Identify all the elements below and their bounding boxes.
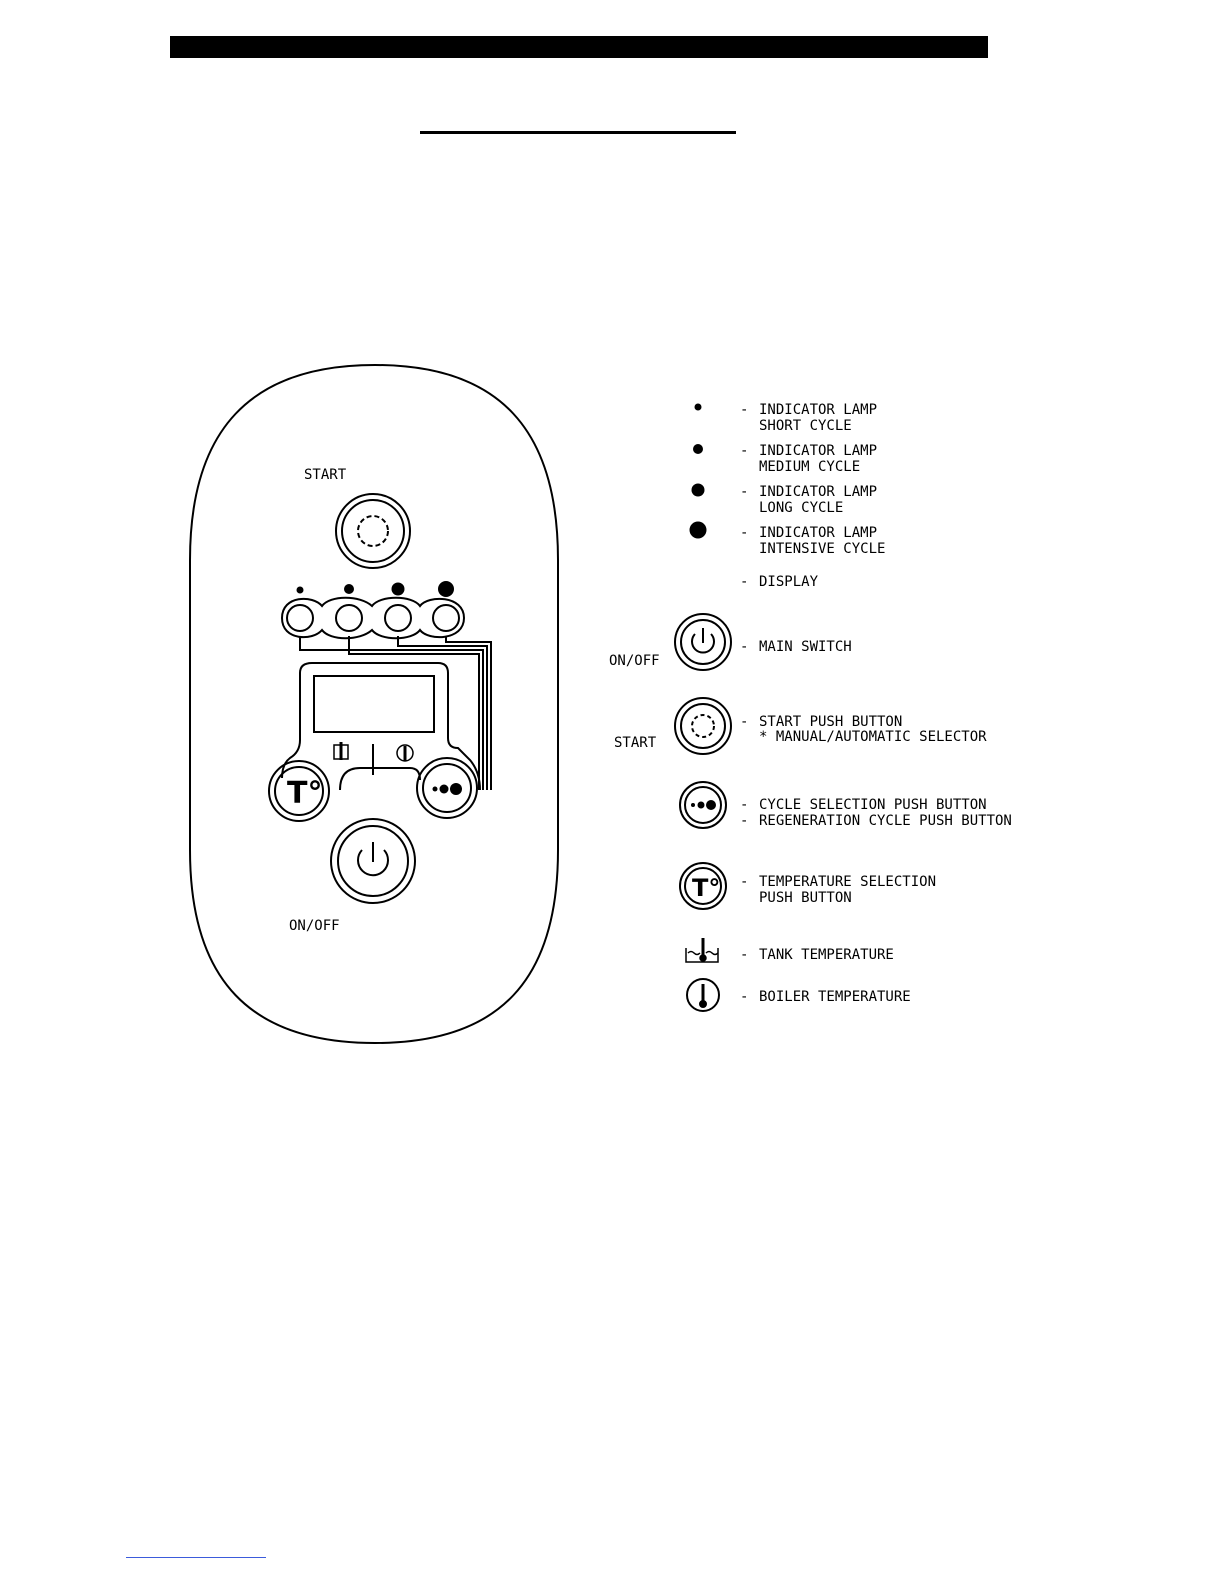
legend-text: REGENERATION CYCLE PUSH BUTTON — [759, 813, 1012, 829]
legend-text: SHORT CYCLE — [759, 418, 852, 434]
legend-icon-start — [674, 697, 732, 755]
header-bar — [170, 36, 988, 58]
panel-start-label: START — [304, 467, 347, 483]
legend-icon-long — [691, 483, 705, 497]
panel-temperature-button[interactable]: T° — [268, 760, 330, 822]
legend-text: INDICATOR LAMP — [759, 443, 877, 459]
temperature-icon: T° — [692, 874, 720, 902]
legend-dash: - — [740, 714, 748, 730]
cycle-dots-icon — [691, 800, 716, 810]
legend-dash: - — [740, 402, 748, 418]
legend-icon-medium — [693, 444, 703, 454]
temperature-icon: T° — [287, 776, 322, 811]
legend-text: INTENSIVE CYCLE — [759, 541, 885, 557]
footer-link-underline — [126, 1557, 266, 1558]
legend-icon-boiler — [686, 978, 720, 1012]
panel-onoff-button[interactable] — [330, 818, 416, 904]
panel-onoff-label: ON/OFF — [289, 918, 340, 934]
legend-text: START PUSH BUTTON — [759, 714, 902, 730]
legend-text: LONG CYCLE — [759, 500, 843, 516]
legend-text: BOILER TEMPERATURE — [759, 989, 911, 1005]
legend-dash: - — [740, 874, 748, 890]
power-icon — [357, 842, 389, 877]
legend-icon-temperature: T° — [679, 862, 727, 910]
legend-dash: - — [740, 639, 748, 655]
boiler-thermometer-icon — [396, 744, 414, 762]
legend-dash: - — [740, 443, 748, 459]
legend-text: MAIN SWITCH — [759, 639, 852, 655]
panel-start-button[interactable] — [335, 493, 411, 569]
legend-text: DISPLAY — [759, 574, 819, 590]
legend-dash: - — [740, 813, 748, 829]
title-underline — [420, 131, 736, 134]
legend-text: TEMPERATURE SELECTION — [759, 874, 936, 890]
tank-thermometer-icon — [333, 742, 349, 760]
legend-icon-intensive — [689, 521, 707, 539]
legend-text: INDICATOR LAMP — [759, 484, 877, 500]
legend-icon-tank — [685, 938, 719, 963]
cycle-dots-icon — [432, 783, 462, 795]
legend-dash: - — [740, 797, 748, 813]
indicator-lamp-short — [296, 586, 304, 594]
indicator-lamp-long — [391, 582, 405, 596]
legend-dash: - — [740, 989, 748, 1005]
legend-side-label: START — [614, 735, 657, 751]
display-screen — [313, 675, 435, 733]
power-icon — [691, 628, 715, 654]
panel-outline — [189, 363, 559, 1045]
legend-text: INDICATOR LAMP — [759, 402, 877, 418]
panel-cycle-button[interactable] — [416, 757, 478, 819]
start-icon — [691, 714, 715, 738]
legend-dash: - — [740, 947, 748, 963]
legend-text: CYCLE SELECTION PUSH BUTTON — [759, 797, 987, 813]
legend-dash: - — [740, 525, 748, 541]
start-icon — [357, 515, 389, 547]
legend-icon-short — [694, 403, 702, 411]
legend-text: INDICATOR LAMP — [759, 525, 877, 541]
legend-dash: - — [740, 484, 748, 500]
legend-icon-main-switch — [674, 613, 732, 671]
legend-side-label: ON/OFF — [609, 653, 660, 669]
legend-dash: - — [740, 574, 748, 590]
indicator-lamp-medium — [344, 584, 354, 594]
indicator-lamp-intensive — [438, 581, 454, 597]
legend-text: TANK TEMPERATURE — [759, 947, 894, 963]
legend-text: PUSH BUTTON — [759, 890, 852, 906]
legend-text: * MANUAL/AUTOMATIC SELECTOR — [759, 729, 987, 745]
lamp-ring-strip — [280, 596, 492, 790]
legend-text: MEDIUM CYCLE — [759, 459, 860, 475]
legend-icon-cycle — [679, 781, 727, 829]
